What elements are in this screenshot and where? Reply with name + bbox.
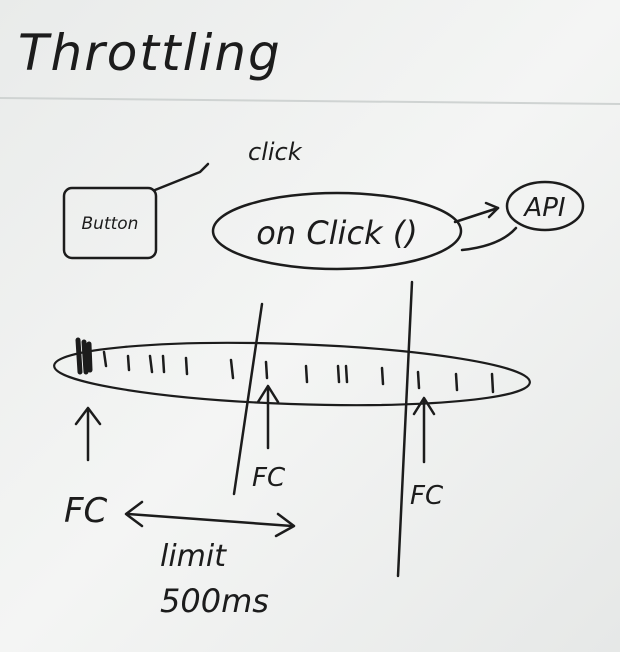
click-connector — [153, 162, 210, 192]
board-divider — [0, 97, 620, 105]
click-tick — [161, 354, 166, 374]
click-tick — [490, 372, 495, 394]
interval-divider-1 — [232, 302, 264, 496]
fc-marker-1: FC — [64, 491, 108, 531]
limit-span-arrow — [124, 500, 296, 538]
click-tick — [380, 366, 385, 386]
fire-arrow-head — [412, 396, 436, 416]
handler-to-api-arrow — [453, 206, 500, 224]
limit-label: limit — [160, 539, 227, 574]
api-ellipse — [505, 180, 585, 232]
limit-value: 500ms — [160, 582, 269, 620]
handler-to-api-arrowhead — [484, 201, 500, 219]
click-tick — [126, 354, 131, 372]
handler-label: on Click () — [256, 214, 417, 252]
api-label: API — [522, 193, 565, 223]
click-tick — [264, 360, 269, 380]
limit-arrow-head-right — [274, 512, 296, 538]
click-tick — [344, 364, 349, 384]
limit-arrow-shaft — [126, 512, 294, 528]
click-tick — [148, 354, 154, 374]
handler-ellipse — [211, 191, 463, 271]
click-tick — [454, 372, 459, 392]
click-ticks — [102, 350, 495, 394]
click-tick — [102, 350, 108, 368]
title: Throttling — [18, 24, 282, 82]
click-tick — [304, 364, 309, 384]
limit-arrow-head-left — [124, 500, 144, 528]
button-box — [62, 186, 158, 260]
fire-arrow-1 — [74, 406, 102, 462]
button-label: Button — [82, 214, 139, 234]
fire-arrow-3 — [412, 396, 436, 464]
first-click-burst — [75, 337, 93, 375]
interval-divider-2 — [396, 280, 414, 578]
fc-marker-2: FC — [252, 463, 286, 493]
click-tick — [336, 364, 341, 384]
fire-arrow-head — [256, 384, 280, 404]
click-tick — [229, 358, 235, 380]
fire-arrow-head — [74, 406, 102, 426]
api-return-curve — [460, 226, 518, 252]
fc-marker-3: FC — [410, 481, 444, 511]
click-label: click — [248, 138, 303, 166]
click-tick — [416, 370, 421, 390]
event-timeline — [53, 341, 531, 407]
fire-arrow-2 — [256, 384, 280, 450]
click-tick — [184, 356, 189, 376]
